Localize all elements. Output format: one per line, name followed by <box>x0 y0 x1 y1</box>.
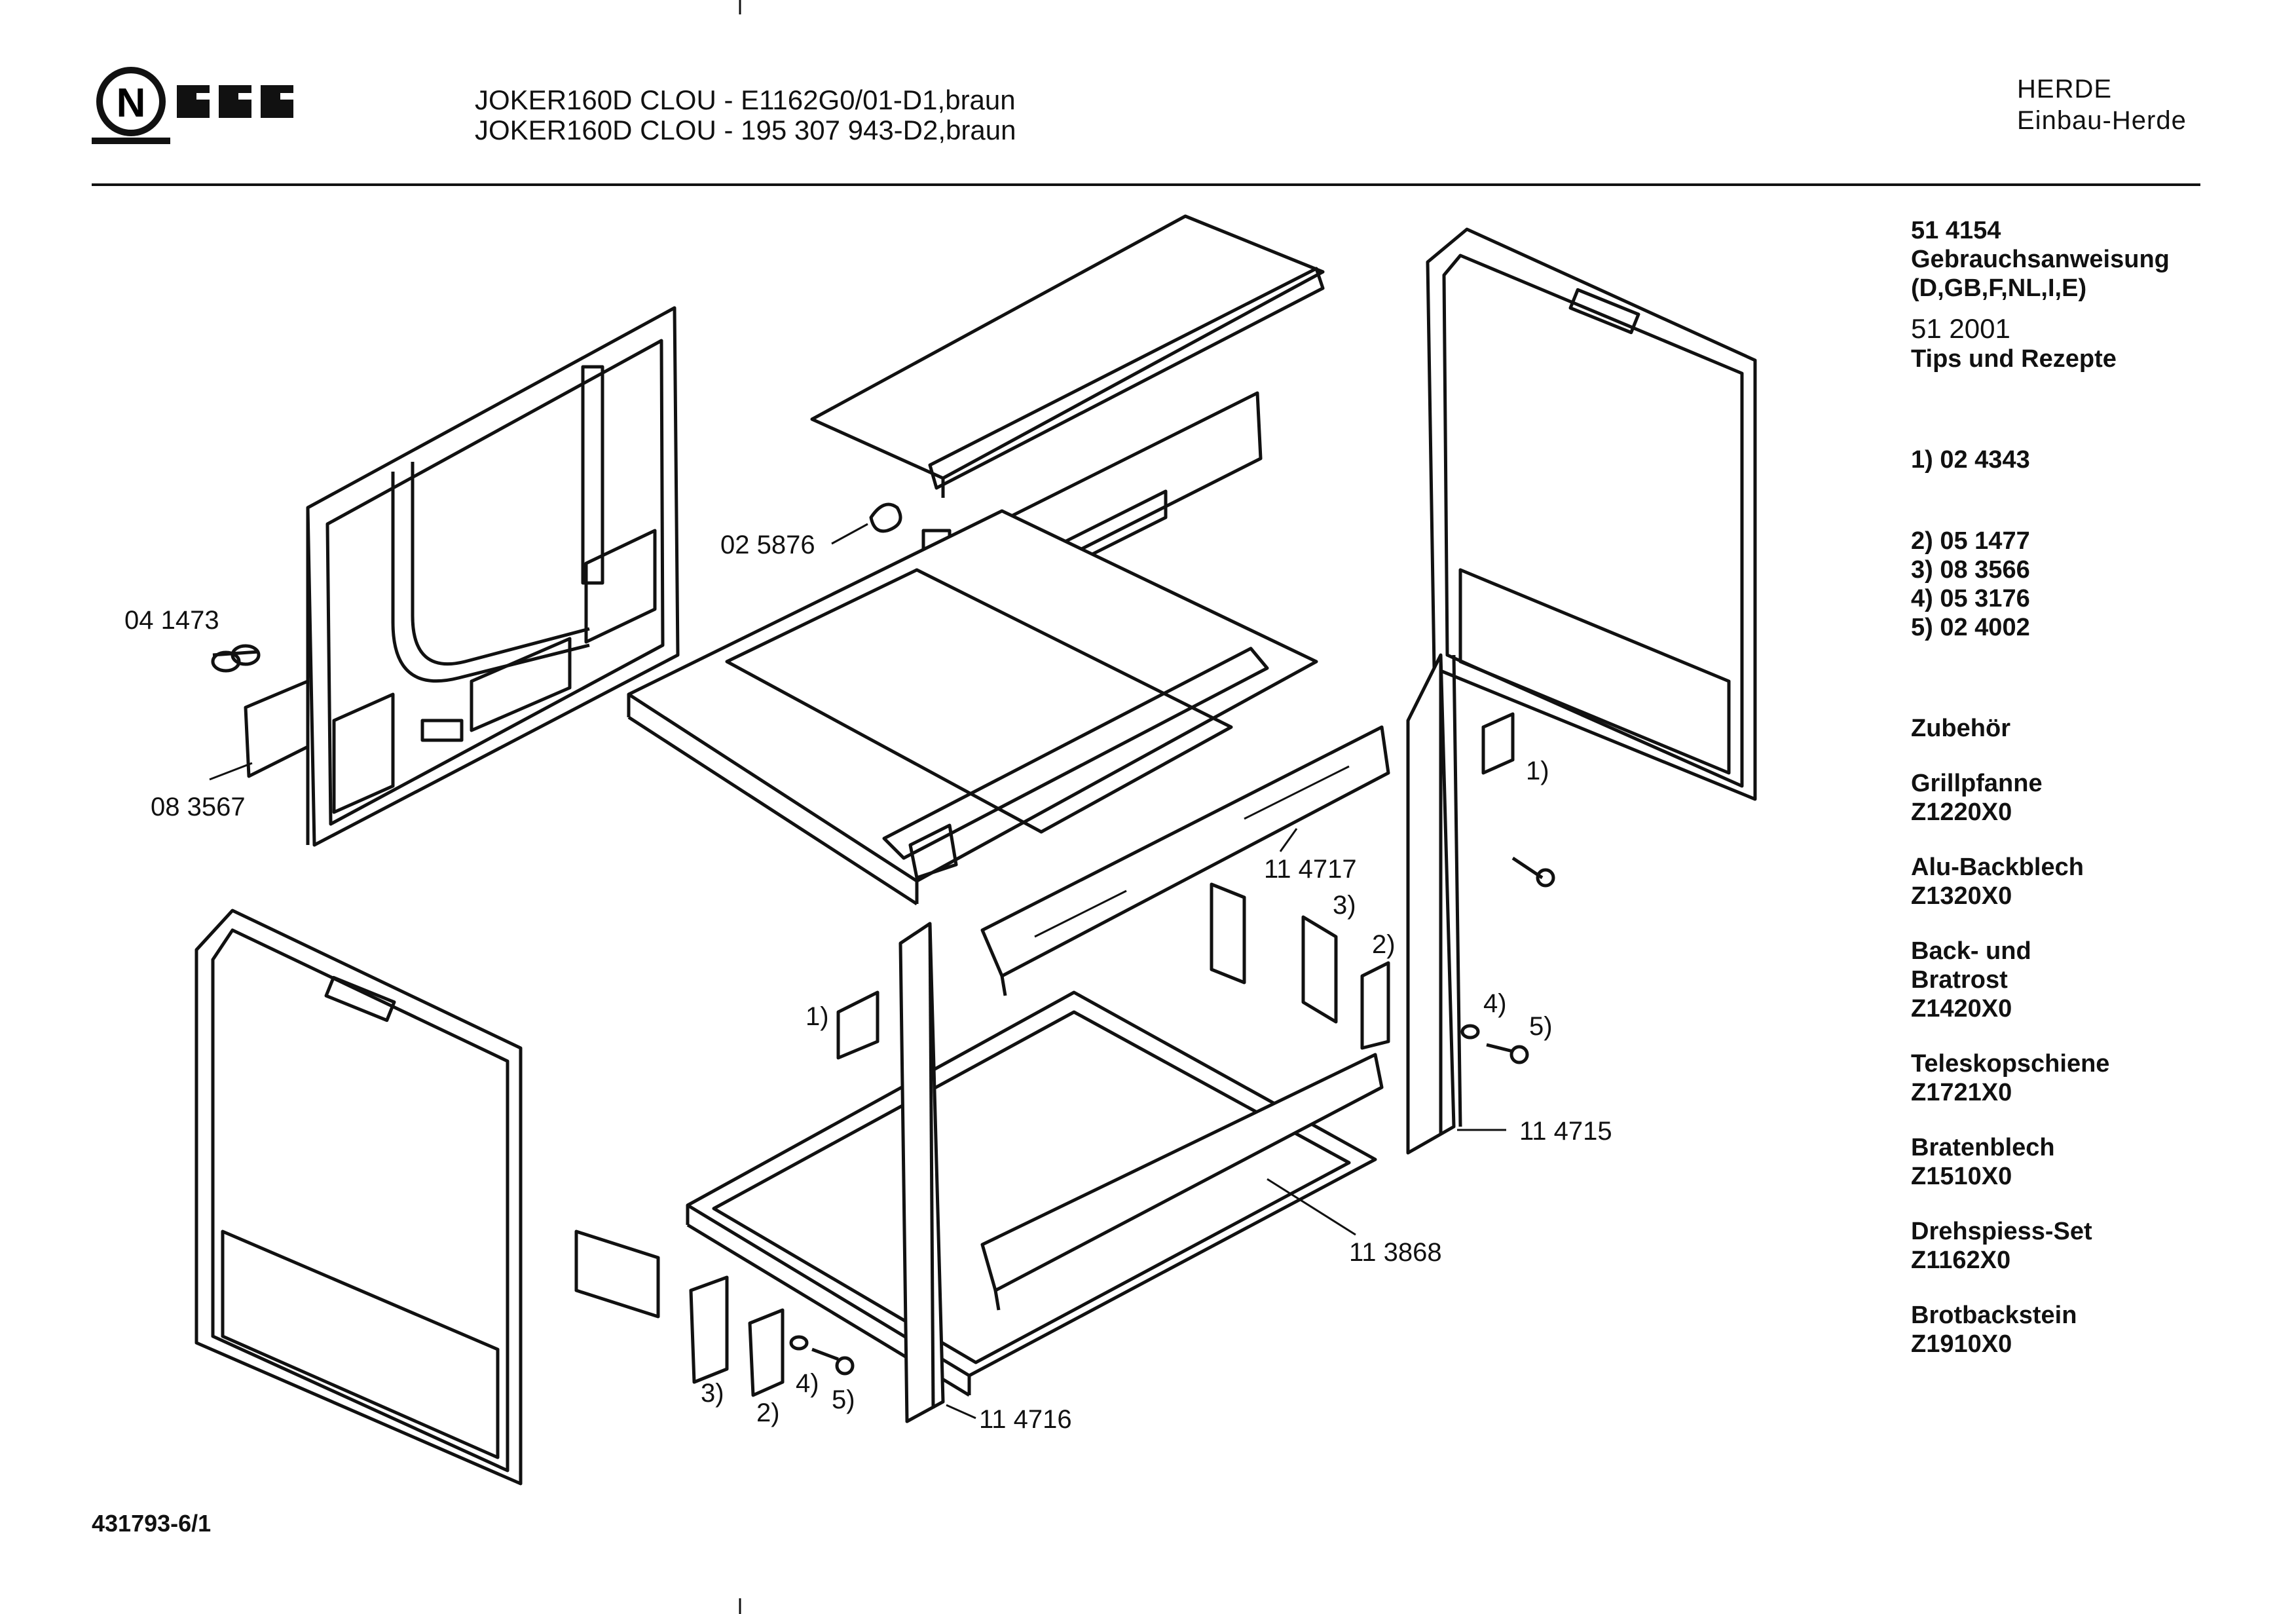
footnote-3: 3) 08 3566 <box>1911 556 2030 584</box>
category-label: HERDE <box>2017 75 2113 103</box>
hinge-right-2 <box>1360 961 1390 1050</box>
side-rail-114716 <box>898 922 945 1423</box>
ref-left-2: 2) <box>756 1398 780 1427</box>
screw-left-5 <box>811 1347 855 1376</box>
ref-left-1: 1) <box>805 1002 829 1031</box>
front-rail-113868 <box>980 1053 1384 1311</box>
ref-left-5: 5) <box>832 1385 855 1414</box>
accessory-item: Back- und Bratrost Z1420X0 <box>1911 937 2278 1023</box>
accessory-name: Back- und Bratrost <box>1911 937 2031 994</box>
hinge-left-2 <box>748 1308 785 1397</box>
accessory-code: Z1320X0 <box>1911 882 2012 910</box>
accessory-item: Brotbackstein Z1910X0 <box>1911 1301 2278 1359</box>
accessory-code: Z1220X0 <box>1911 798 2012 826</box>
clip-025876 <box>869 502 902 533</box>
accessory-name: Alu-Backblech <box>1911 854 2084 881</box>
clip-041473 <box>211 644 261 673</box>
washer-right-4 <box>1460 1024 1480 1040</box>
model-line-1: JOKER160D CLOU - E1162G0/01-D1,braun <box>475 84 1016 115</box>
ref-right-4: 4) <box>1483 989 1507 1018</box>
footnote-4: 4) 05 3176 <box>1911 585 2030 612</box>
right-side-panel <box>1426 227 1757 801</box>
top-cover-plate <box>810 214 1325 498</box>
oven-top-plate <box>627 509 1318 906</box>
bracket-right-1 <box>1481 712 1515 775</box>
ref-left-4: 4) <box>796 1369 819 1398</box>
document-number: 431793-6/1 <box>92 1510 212 1537</box>
model-line-2: JOKER160D CLOU - 195 307 943-D2,braun <box>475 115 1016 145</box>
ref-right-1: 1) <box>1526 757 1549 785</box>
manual-languages: (D,GB,F,NL,I,E) <box>1911 274 2087 302</box>
callout-114716: 11 4716 <box>979 1405 1072 1434</box>
accessory-code: Z1910X0 <box>1911 1330 2012 1358</box>
accessory-item: Teleskopschiene Z1721X0 <box>1911 1049 2278 1107</box>
washer-left-4 <box>789 1335 809 1351</box>
bracket-left-1 <box>836 990 880 1060</box>
tips-number: 51 2001 <box>1911 313 2010 344</box>
neff-logo-icon: N <box>92 67 295 144</box>
door-frame-left <box>194 909 523 1486</box>
footnote-5: 5) 02 4002 <box>1911 614 2030 641</box>
bracket-083567 <box>244 679 310 778</box>
accessory-code: Z1162X0 <box>1911 1247 2011 1274</box>
screw-right-5 <box>1486 1043 1529 1064</box>
side-rail-114715 <box>1406 653 1462 1155</box>
accessory-item: Grillpfanne Z1220X0 <box>1911 769 2278 827</box>
footnote-2: 2) 05 1477 <box>1911 527 2030 555</box>
callout-114715: 11 4715 <box>1519 1117 1612 1146</box>
accessory-name: Brotbackstein <box>1911 1302 2077 1329</box>
leader-lines <box>209 523 1506 1419</box>
subcategory-label: Einbau-Herde <box>2017 106 2187 135</box>
ref-right-5: 5) <box>1529 1012 1553 1041</box>
mount-plate-left <box>574 1229 660 1319</box>
oven-base-tray <box>686 990 1377 1397</box>
callout-113868: 11 3868 <box>1349 1238 1442 1267</box>
svg-text:N: N <box>117 81 146 126</box>
accessory-name: Bratenblech <box>1911 1134 2055 1161</box>
accessory-item: Drehspiess-Set Z1162X0 <box>1911 1217 2278 1275</box>
accessory-name: Grillpfanne <box>1911 770 2043 797</box>
ref-left-3: 3) <box>701 1379 724 1408</box>
ref-right-3: 3) <box>1333 891 1356 920</box>
tips-label: Tips und Rezepte <box>1911 345 2117 373</box>
manual-number: 51 4154 <box>1911 217 2001 244</box>
hinge-right-3 <box>1301 915 1338 1024</box>
left-side-panel <box>306 306 680 847</box>
sidebar: 51 4154 Gebrauchsanweisung (D,GB,F,NL,I,… <box>1911 216 2278 1359</box>
hinge-left-3 <box>689 1275 729 1384</box>
manual-label: Gebrauchsanweisung <box>1911 246 2170 273</box>
callout-114717: 11 4717 <box>1264 855 1357 884</box>
accessory-item: Alu-Backblech Z1320X0 <box>1911 853 2278 910</box>
callout-025876: 02 5876 <box>720 531 815 559</box>
accessory-code: Z1510X0 <box>1911 1163 2012 1190</box>
footnote-1: 1) 02 4343 <box>1911 446 2030 474</box>
callout-041473: 04 1473 <box>124 606 219 635</box>
ref-right-2: 2) <box>1372 930 1396 959</box>
accessories-title: Zubehör <box>1911 715 2010 742</box>
screw-right <box>1511 856 1555 888</box>
accessory-item: Bratenblech Z1510X0 <box>1911 1133 2278 1191</box>
accessory-name: Teleskopschiene <box>1911 1050 2110 1078</box>
accessory-code: Z1420X0 <box>1911 995 2012 1023</box>
callout-083567: 08 3567 <box>151 793 246 821</box>
mount-plate-right <box>1210 882 1246 985</box>
accessory-name: Drehspiess-Set <box>1911 1218 2092 1245</box>
vent-rail-114717 <box>980 725 1390 996</box>
accessory-code: Z1721X0 <box>1911 1079 2012 1106</box>
